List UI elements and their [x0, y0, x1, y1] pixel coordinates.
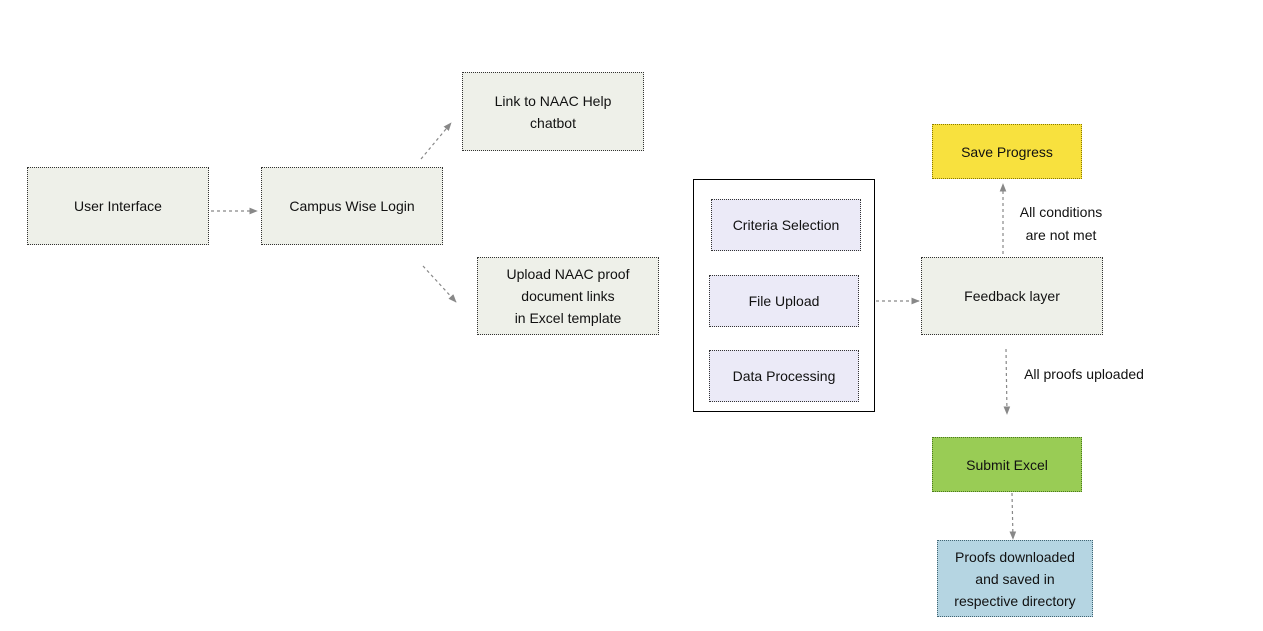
edge-feedback-to-submit [1003, 348, 1011, 415]
edge-submit-to-proofs [1009, 492, 1017, 540]
criteria-selection-node: Criteria Selection [711, 199, 861, 251]
submit-excel-node: Submit Excel [932, 437, 1082, 492]
edge-login-to-upload [422, 265, 457, 303]
campus-wise-login-node: Campus Wise Login [261, 167, 443, 245]
save-progress-node: Save Progress [932, 124, 1082, 179]
file-upload-node: File Upload [709, 275, 859, 327]
feedback-layer-node: Feedback layer [921, 257, 1103, 335]
naac-help-chatbot-node: Link to NAAC Help chatbot [462, 72, 644, 151]
proofs-downloaded-node: Proofs downloaded and saved in respectiv… [937, 540, 1093, 617]
edge-login-to-help [420, 122, 452, 160]
user-interface-node: User Interface [27, 167, 209, 245]
edge-label-conditions-not-met: All conditions are not met [1019, 204, 1103, 243]
upload-naac-proof-node: Upload NAAC proof document links in Exce… [477, 257, 659, 335]
data-processing-node: Data Processing [709, 350, 859, 402]
edge-label-all-proofs-uploaded: All proofs uploaded [1024, 366, 1144, 382]
